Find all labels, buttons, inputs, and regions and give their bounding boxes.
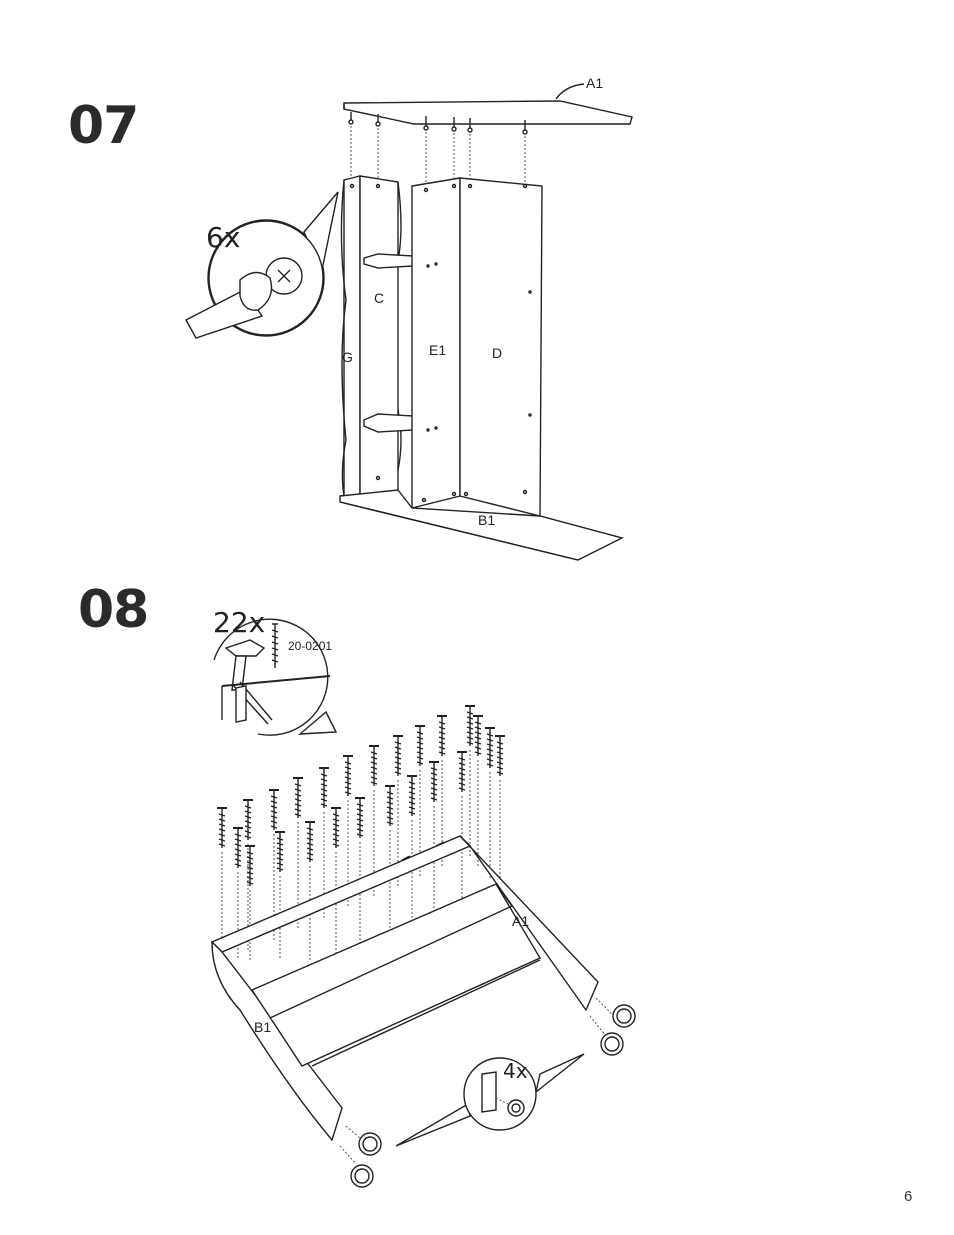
label-a1-step07: A1 xyxy=(586,75,603,91)
step-07-illustration: A1 C G xyxy=(186,75,632,560)
step-08-illustration: 22x 20-0201 A1 B1 xyxy=(212,606,635,1187)
label-b1-step07: B1 xyxy=(478,512,495,528)
callout-count-22x: 22x xyxy=(213,606,265,639)
callout-count-4x: 4x xyxy=(503,1059,528,1083)
screwdriver-callout xyxy=(186,192,338,338)
leg-post-icon xyxy=(482,1072,496,1112)
part-code: 20-0201 xyxy=(288,639,332,653)
label-e1: E1 xyxy=(429,342,446,358)
hammer-icon xyxy=(226,640,264,656)
foot-icon xyxy=(613,1005,635,1027)
callout-count-6x: 6x xyxy=(206,221,240,254)
shelf-upper xyxy=(364,254,414,268)
shelf-lower xyxy=(364,414,414,432)
panel-c xyxy=(360,176,398,500)
label-g: G xyxy=(342,349,353,365)
panel-g-edge xyxy=(344,176,360,500)
panel-a1-top xyxy=(344,101,632,124)
label-b1-step08: B1 xyxy=(254,1019,271,1035)
foot-callout xyxy=(396,1054,584,1146)
a1-leader-line xyxy=(556,84,584,99)
label-c: C xyxy=(374,290,384,306)
label-a1-step08: A1 xyxy=(512,913,529,929)
label-d: D xyxy=(492,345,502,361)
foot-icon xyxy=(508,1100,524,1116)
